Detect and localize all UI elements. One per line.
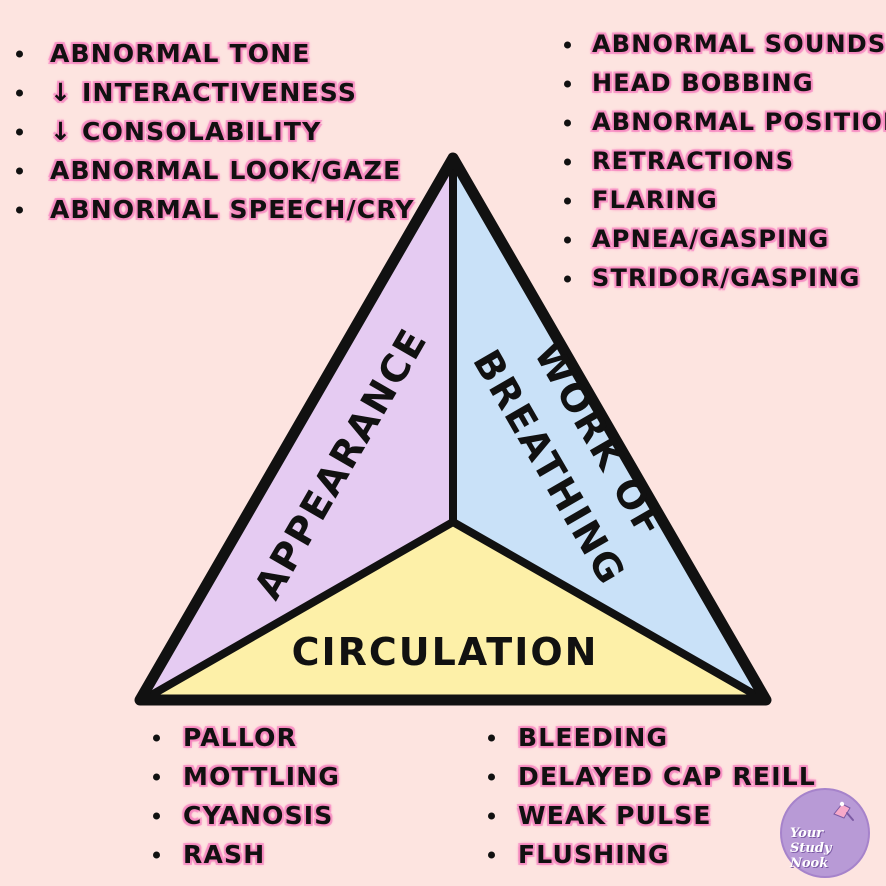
circulation-label: CIRCULATION [292, 630, 599, 674]
divider-left [144, 518, 457, 701]
list-item: PALLOR [183, 718, 340, 757]
divider-right [449, 518, 763, 701]
work-of-breathing-signs-list: ABNORMAL SOUNDS HEAD BOBBING ABNORMAL PO… [592, 25, 886, 298]
list-item: ABNORMAL SPEECH/CRY [50, 190, 415, 229]
study-nook-logo: Your Study Nook [780, 788, 870, 878]
appearance-signs-list: ABNORMAL TONE ↓ INTERACTIVENESS ↓ CONSOL… [50, 34, 415, 229]
list-item: ABNORMAL SOUNDS [592, 25, 886, 64]
desk-lamp-icon [833, 801, 854, 821]
list-item: STRIDOR/GASPING [592, 259, 886, 298]
list-item: FLUSHING [518, 835, 816, 874]
list-item: ABNORMAL LOOK/GAZE [50, 151, 415, 190]
list-item: FLARING [592, 181, 886, 220]
logo-line-1: Your [790, 826, 824, 841]
logo-line-2: Study Nook [790, 841, 832, 871]
list-item: HEAD BOBBING [592, 64, 886, 103]
list-item: APNEA/GASPING [592, 220, 886, 259]
list-item: WEAK PULSE [518, 796, 816, 835]
list-item: MOTTLING [183, 757, 340, 796]
circulation-signs-list-right: BLEEDING DELAYED CAP REILL WEAK PULSE FL… [518, 718, 816, 874]
circulation-signs-list-left: PALLOR MOTTLING CYANOSIS RASH [183, 718, 340, 874]
list-item: ABNORMAL POSITION [592, 103, 886, 142]
list-item: ↓ CONSOLABILITY [50, 112, 415, 151]
list-item: ABNORMAL TONE [50, 34, 415, 73]
logo-text: Your Study Nook [790, 826, 866, 871]
list-item: CYANOSIS [183, 796, 340, 835]
triangle-outline [134, 152, 772, 706]
list-item: BLEEDING [518, 718, 816, 757]
list-item: RASH [183, 835, 340, 874]
circulation-section [148, 522, 759, 697]
list-item: ↓ INTERACTIVENESS [50, 73, 415, 112]
list-item: DELAYED CAP REILL [518, 757, 816, 796]
list-item: RETRACTIONS [592, 142, 886, 181]
